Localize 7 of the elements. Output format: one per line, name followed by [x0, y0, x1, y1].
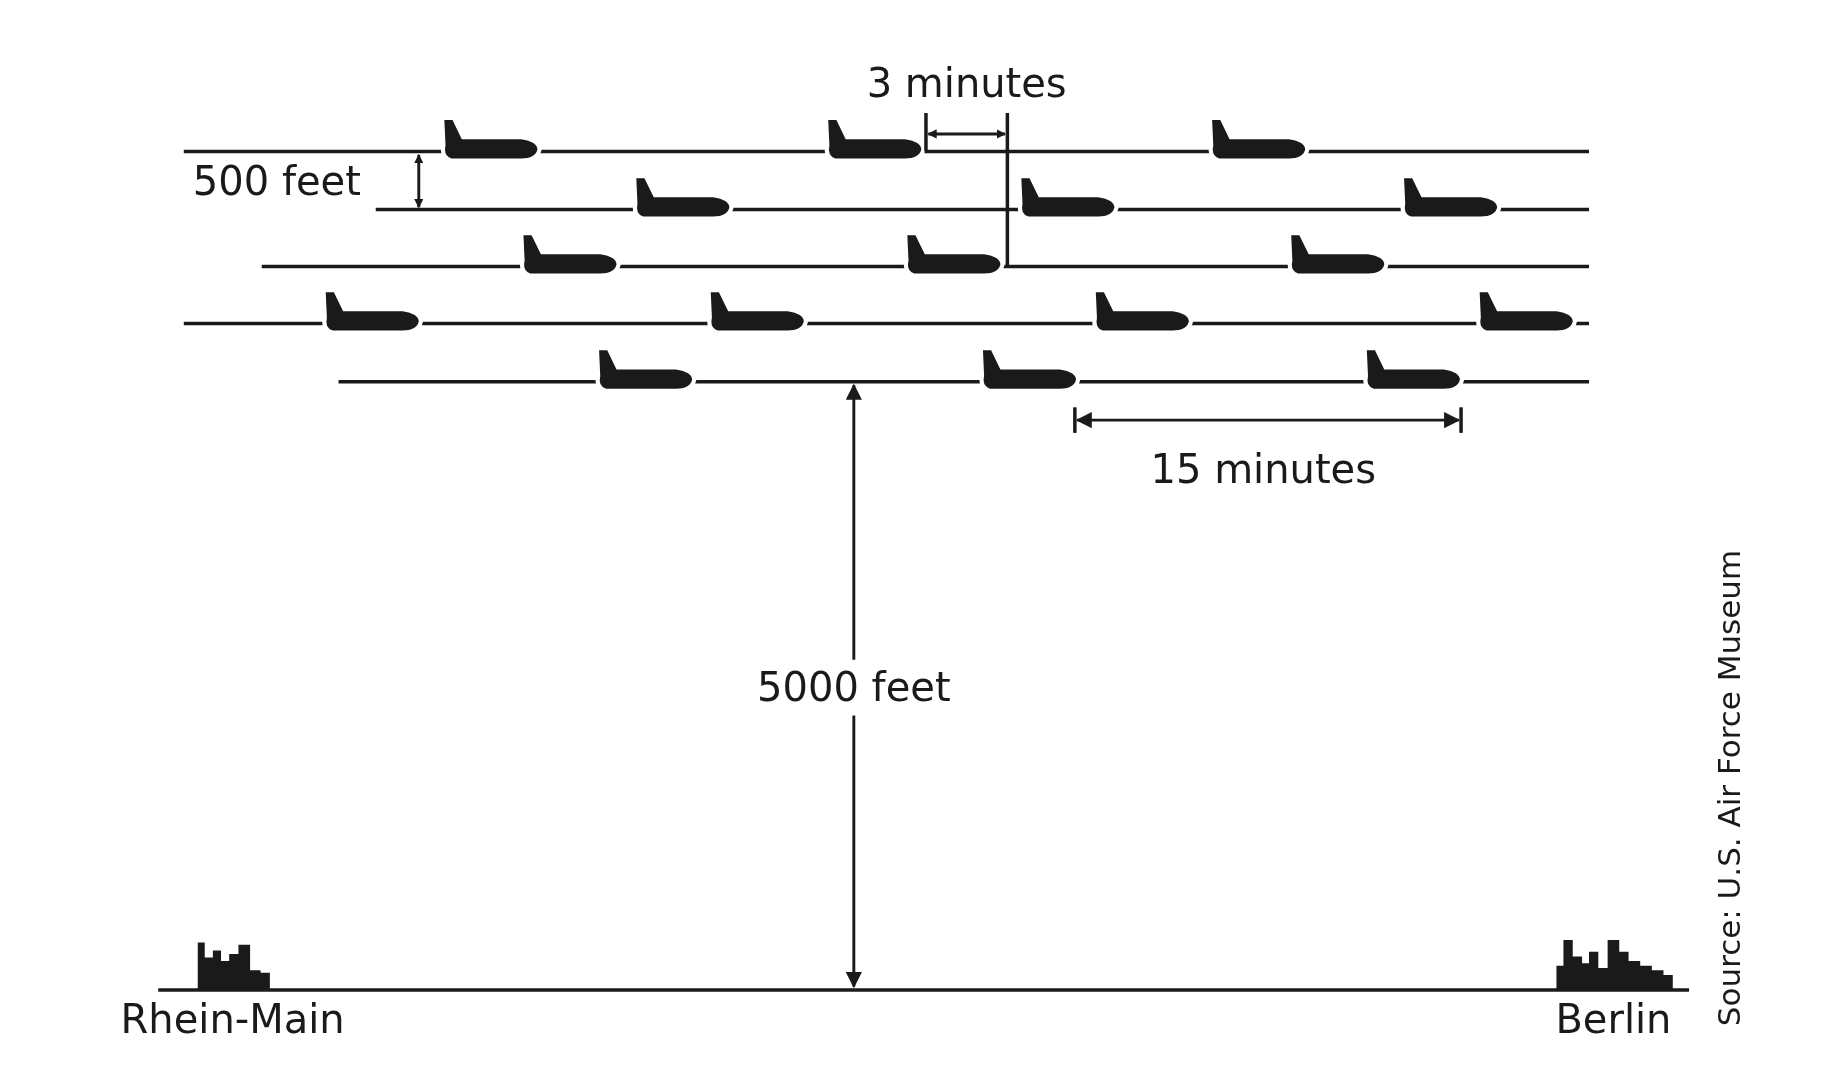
place-name: Berlin	[1555, 997, 1672, 1041]
dimension-label: 15 minutes	[1150, 446, 1377, 491]
source-note: Source: U.S. Air Force Museum	[1711, 549, 1746, 1026]
place-name: Rhein-Main	[120, 997, 345, 1041]
dimension-label: 5000 feet	[757, 665, 951, 710]
dimension-label: 500 feet	[192, 159, 361, 204]
dimension-label: 3 minutes	[866, 60, 1067, 105]
